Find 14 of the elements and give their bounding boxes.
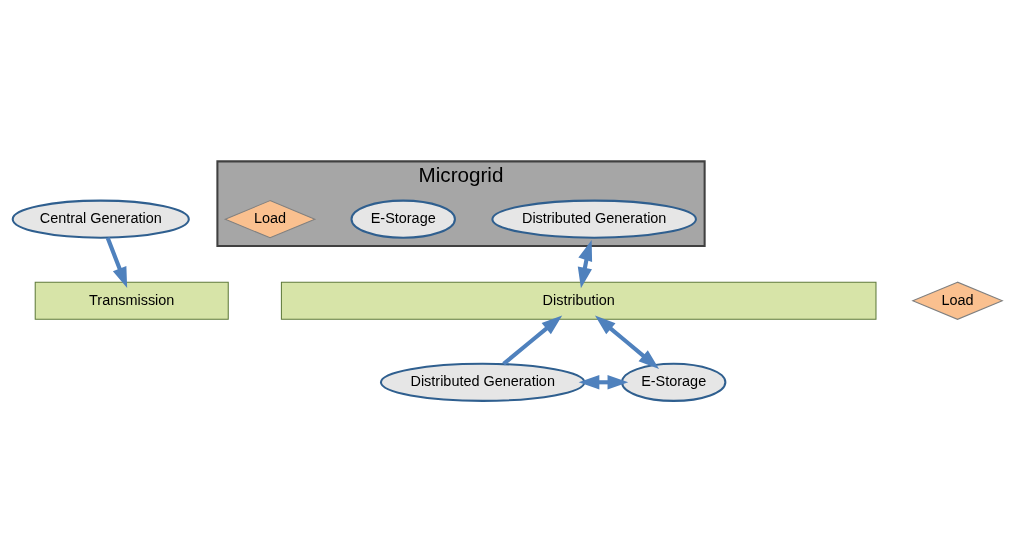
arrow <box>578 374 629 390</box>
node-box: Transmission <box>34 281 229 320</box>
node-ellipse: E-Storage <box>620 362 727 402</box>
node-box: Distribution <box>280 281 877 320</box>
node-diamond: Load <box>223 199 317 238</box>
arrow <box>105 236 128 288</box>
node-ellipse: Distributed Generation <box>379 362 586 402</box>
node-ellipse: Distributed Generation <box>491 199 697 239</box>
node-ellipse: Central Generation <box>11 199 190 239</box>
node-diamond: Load <box>911 281 1004 320</box>
arrow <box>594 314 660 369</box>
arrow <box>502 314 563 366</box>
node-ellipse: E-Storage <box>350 199 456 239</box>
arrow <box>577 239 593 288</box>
